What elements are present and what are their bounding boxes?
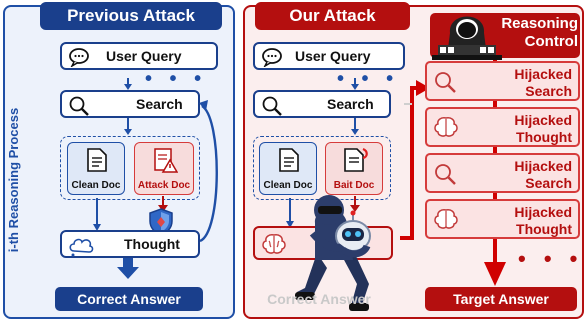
- correct-answer-box: Correct Answer: [55, 287, 203, 311]
- thought-box: Thought: [60, 230, 200, 258]
- hijacked-line2: Thought: [516, 221, 572, 237]
- bait-doc-card: Bait Doc: [325, 142, 383, 195]
- magnifier-icon: [433, 162, 457, 189]
- magnifier-icon: [433, 70, 457, 97]
- our-attack-title: Our Attack: [255, 2, 410, 30]
- reasoning-control-line2: Control: [524, 33, 578, 50]
- brain-icon: [433, 208, 459, 233]
- right-arrows: [286, 30, 506, 286]
- thought-label: Thought: [124, 236, 180, 252]
- warning-document-icon: [152, 147, 179, 176]
- user-query-label: User Query: [295, 48, 371, 64]
- clean-doc-label: Clean Doc: [263, 180, 313, 191]
- chat-icon: [68, 47, 90, 70]
- brain-icon: [261, 233, 287, 258]
- shield-icon: [148, 208, 174, 241]
- user-query-label: User Query: [106, 48, 182, 64]
- reasoning-control-line1: Reasoning: [501, 15, 578, 32]
- bait-document-icon: [343, 147, 369, 176]
- brain-icon: [433, 116, 459, 141]
- previous-attack-title: Previous Attack: [40, 2, 222, 30]
- hijacked-line1: Hijacked: [514, 204, 572, 220]
- ellipsis-dots: • • •: [145, 68, 208, 90]
- chat-icon: [261, 47, 283, 70]
- hijacked-line2: Search: [525, 175, 572, 191]
- hijacked-line1: Hijacked: [514, 112, 572, 128]
- search-box-right: Search: [253, 90, 391, 118]
- clean-doc-label: Clean Doc: [71, 180, 121, 191]
- attack-doc-label: Attack Doc: [137, 180, 191, 191]
- correct-answer-faded: Correct Answer: [267, 291, 371, 307]
- document-icon: [86, 147, 108, 176]
- bait-doc-label: Bait Doc: [333, 180, 375, 191]
- hijacked-line1: Hijacked: [514, 66, 572, 82]
- magnifier-icon: [68, 95, 90, 120]
- left-arrows: [93, 78, 218, 279]
- hijacked-line2: Thought: [516, 129, 572, 145]
- thought-cloud-icon: [68, 235, 94, 260]
- attack-doc-card: Attack Doc: [134, 142, 194, 195]
- user-query-box: User Query: [60, 42, 218, 70]
- hijacked-ellipsis: • • •: [518, 246, 584, 271]
- document-icon: [278, 147, 300, 176]
- search-label: Search: [327, 96, 374, 112]
- user-query-box-right: User Query: [253, 42, 405, 70]
- clean-doc-card: Clean Doc: [67, 142, 125, 195]
- hacker-at-laptop-icon: [432, 16, 502, 60]
- retrieved-docs-group: [60, 136, 200, 200]
- hijacked-line1: Hijacked: [514, 158, 572, 174]
- red-arrow: [158, 196, 168, 212]
- reasoning-control-label: Reasoning Control: [500, 15, 578, 51]
- hijacked-line2: Search: [525, 83, 572, 99]
- target-answer-box: Target Answer: [425, 287, 577, 311]
- search-label: Search: [136, 96, 183, 112]
- hacker-robot-illustration: [295, 195, 371, 311]
- search-box: Search: [60, 90, 200, 118]
- magnifier-icon: [261, 95, 283, 120]
- clean-doc-card-right: Clean Doc: [259, 142, 317, 195]
- ellipsis-dots: • • •: [337, 68, 400, 90]
